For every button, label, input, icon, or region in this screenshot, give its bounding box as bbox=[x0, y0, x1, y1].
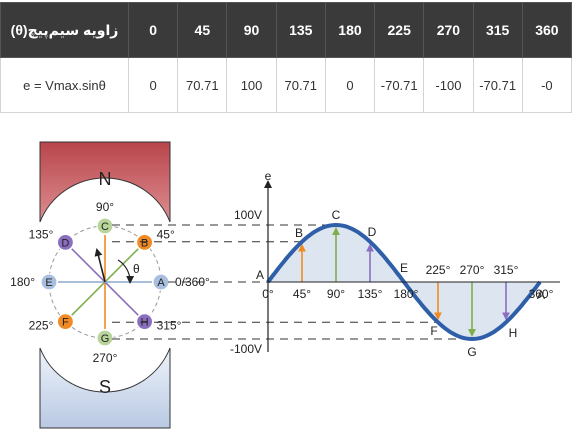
rotor-point-d bbox=[56, 233, 75, 252]
vmin-label: -100V bbox=[230, 342, 262, 356]
rotor-point-letter: C bbox=[101, 221, 109, 233]
angle-cell: 315 bbox=[472, 2, 523, 58]
rotor-angle-label: 0/360° bbox=[175, 275, 210, 289]
angle-cell: 360 bbox=[521, 2, 572, 58]
angle-cell: 270 bbox=[423, 2, 474, 58]
rotor-point-b bbox=[135, 233, 154, 252]
emf-cell: 0 bbox=[324, 57, 376, 113]
angle-cell: 45 bbox=[177, 2, 228, 58]
emf-cell: 0 bbox=[127, 57, 179, 113]
wave-angle-label: 180° bbox=[394, 287, 419, 301]
wave-angle-label: 315° bbox=[494, 263, 519, 277]
wave-point-letter: D bbox=[368, 225, 377, 239]
angle-cell: 180 bbox=[324, 2, 376, 58]
wave-point-letter: H bbox=[509, 326, 518, 340]
emf-cell: 70.71 bbox=[275, 57, 326, 113]
wave-point-letter: A bbox=[537, 288, 545, 302]
angle-cell: 135 bbox=[275, 2, 326, 58]
wave-angle-label: 225° bbox=[426, 263, 451, 277]
wave-angle-label: 135° bbox=[358, 287, 383, 301]
rotor-point-letter: D bbox=[61, 237, 69, 249]
wave-point-letter: C bbox=[332, 208, 341, 222]
emf-cell: -100 bbox=[423, 57, 474, 113]
rotor-point-letter: B bbox=[141, 237, 148, 249]
rotor-pointer bbox=[94, 248, 106, 283]
emf-row-label: e = Vmax.sinθ bbox=[0, 57, 129, 113]
emf-cell: -70.71 bbox=[374, 57, 425, 113]
angle-cell: 90 bbox=[226, 2, 277, 58]
wave-point-letter: A bbox=[256, 268, 264, 282]
north-pole bbox=[39, 141, 171, 223]
rotor-angle-label: 180° bbox=[10, 275, 35, 289]
south-pole bbox=[39, 347, 171, 429]
wave-point-letter: E bbox=[400, 261, 408, 275]
rotor-point-f bbox=[56, 312, 75, 331]
wave-angle-label: 270° bbox=[460, 263, 485, 277]
emf-cell: -70.71 bbox=[472, 57, 523, 113]
rotor-point-h bbox=[135, 312, 154, 331]
emf-table: زاویه سیم‌پیچ(θ) 0 45 90 135 180 225 270… bbox=[0, 2, 572, 113]
generator-diagram: N S θ A 0/360° B 45° C 90° D 135° E 180° F 225° G 270… bbox=[10, 141, 560, 429]
wave-point-letter: F bbox=[430, 324, 437, 338]
north-label: N bbox=[99, 169, 112, 189]
angle-cell: 0 bbox=[127, 2, 179, 58]
angle-cell: 225 bbox=[374, 2, 425, 58]
rotor-point-letter: F bbox=[62, 317, 69, 329]
rotor-point-c bbox=[96, 217, 114, 235]
rotor-angle-label: 270° bbox=[93, 351, 118, 365]
rotor-angle-label: 90° bbox=[96, 200, 114, 214]
angle-arc bbox=[117, 259, 135, 284]
rotor-point-letter: G bbox=[101, 333, 110, 345]
rotor-point-letter: E bbox=[45, 277, 52, 289]
rotor-point-e bbox=[40, 273, 58, 291]
wave-angle-label: 360° bbox=[529, 287, 554, 301]
rotor-angle-label: 315° bbox=[157, 319, 182, 333]
angle-row-label: زاویه سیم‌پیچ(θ) bbox=[0, 2, 129, 58]
e-axis-label: e bbox=[265, 169, 272, 183]
rotor-angle-label: 135° bbox=[29, 227, 54, 241]
rotor-angle-label: 45° bbox=[157, 227, 175, 241]
vmax-label: 100V bbox=[234, 208, 262, 222]
emf-cell: 70.71 bbox=[177, 57, 228, 113]
angle-row: زاویه سیم‌پیچ(θ) 0 45 90 135 180 225 270… bbox=[0, 2, 572, 58]
emf-row: e = Vmax.sinθ 0 70.71 100 70.71 0 -70.71… bbox=[0, 57, 572, 113]
south-label: S bbox=[99, 377, 111, 397]
wave-point-letter: G bbox=[467, 345, 476, 359]
rotor-point-letter: A bbox=[157, 277, 165, 289]
wave-angle-label: 45° bbox=[293, 287, 311, 301]
angle-symbol: θ bbox=[133, 262, 140, 276]
wave-angle-label: 90° bbox=[327, 287, 345, 301]
rotor-angle-label: 225° bbox=[29, 319, 54, 333]
emf-cell: -0 bbox=[521, 57, 572, 113]
emf-cell: 100 bbox=[226, 57, 277, 113]
wave-point-letter: B bbox=[295, 226, 303, 240]
wave-angle-label: 0° bbox=[262, 287, 274, 301]
rotor-point-g bbox=[96, 329, 114, 347]
